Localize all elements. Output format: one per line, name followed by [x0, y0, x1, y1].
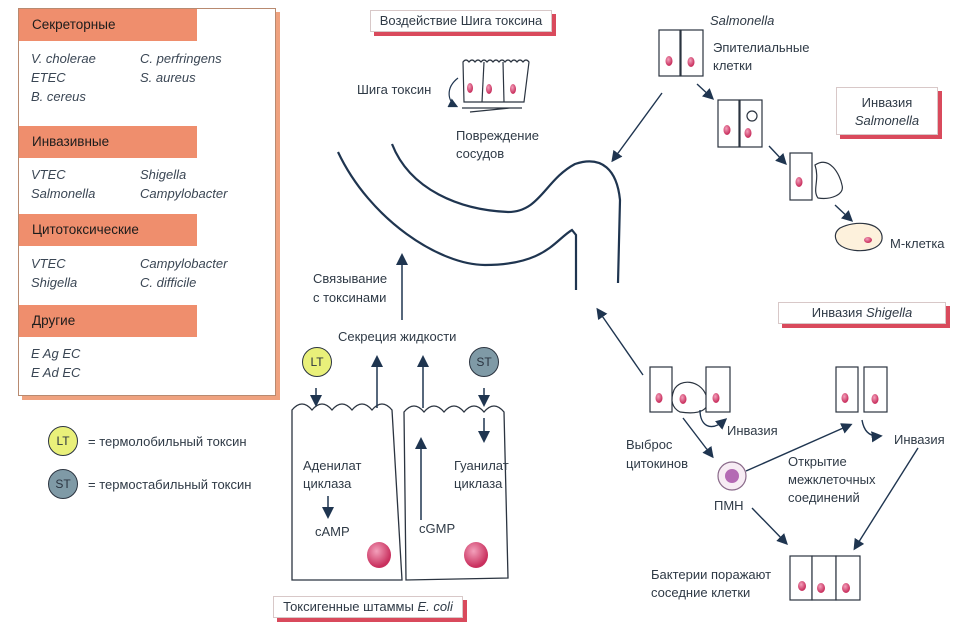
category-header-cytotoxic: Цитотоксические [19, 214, 197, 246]
toxin-binding-label-2: с токсинами [313, 290, 387, 305]
pmn-label: ПМН [714, 498, 744, 513]
shiga-arrow [447, 77, 459, 108]
lt-toxin-badge: LT [302, 347, 332, 377]
fluid-secretion-label: Секреция жидкости [338, 329, 457, 344]
organism: E Ag EC [31, 346, 81, 361]
st-badge: ST [48, 469, 78, 499]
salmonella-organism-label: Salmonella [710, 13, 775, 28]
organism: C. perfringens [140, 51, 222, 66]
lt-badge: LT [48, 426, 78, 456]
salmonella-arrows [611, 83, 854, 222]
category-header-invasive: Инвазивные [19, 126, 197, 158]
shiga-cells [462, 59, 530, 113]
organism: VTEC [31, 256, 66, 271]
invasion-label-2: Инвазия [894, 432, 945, 447]
shigella-arrows [596, 307, 919, 551]
junction-opening-label-1: Открытие [788, 454, 847, 469]
organism: Campylobacter [140, 186, 228, 201]
salmonella-invasion-title: Инвазия Salmonella [836, 87, 938, 135]
ecoli-title-organism: E. coli [417, 599, 453, 614]
vessel-damage-label-1: Повреждение [456, 128, 539, 143]
organism: Salmonella [31, 186, 96, 201]
adenylate-cyclase-label-2: циклаза [303, 476, 352, 491]
shigella-title-prefix: Инвазия [811, 305, 866, 320]
organism: V. cholerae [31, 51, 96, 66]
category-header-secretory: Секреторные [19, 9, 197, 41]
organism: Shigella [31, 275, 78, 290]
ecoli-title: Токсигенные штаммы E. coli [273, 596, 463, 618]
junction-opening-label-2: межклеточных [788, 472, 876, 487]
st-description: = термостабильный токсин [88, 477, 252, 492]
invasion-label-1: Инвазия [727, 423, 778, 438]
epithelial-label-2: клетки [713, 58, 753, 73]
lt-description: = термолобильный токсин [88, 434, 247, 449]
organism: Campylobacter [140, 256, 228, 271]
pathogen-category-panel: Секреторные V. cholerae C. perfringens E… [18, 8, 276, 396]
category-header-other: Другие [19, 305, 197, 337]
intestine-outline [337, 143, 622, 290]
cell-spread-label-1: Бактерии поражают [651, 567, 772, 582]
cgmp-label: cGMP [419, 521, 456, 536]
salmonella-title-line-1: Инвазия [861, 95, 913, 110]
salmonella-epithelial-cells [658, 29, 883, 252]
organism: C. difficile [140, 275, 197, 290]
guanylate-cyclase-label-1: Гуанилат [454, 458, 509, 473]
cell-spread-label-2: соседние клетки [651, 585, 751, 600]
shiga-toxin-label: Шига токсин [357, 82, 432, 97]
adenylate-cyclase-label-1: Аденилат [303, 458, 362, 473]
shigella-invasion-title: Инвазия Shigella [778, 302, 946, 324]
m-cell-label: М-клетка [890, 236, 945, 251]
ecoli-cells [291, 403, 509, 581]
toxin-binding-label-1: Связывание [313, 271, 388, 286]
salmonella-title-line-2: Salmonella [854, 113, 920, 128]
cytokine-release-label-1: Выброс [626, 437, 673, 452]
shigella-title-organism: Shigella [865, 305, 913, 320]
organism: E Ad EC [31, 365, 81, 380]
shiga-title: Воздействие Шига токсина [370, 10, 552, 32]
organism: ETEC [31, 70, 66, 85]
st-toxin-badge: ST [469, 347, 499, 377]
junction-opening-label-3: соединений [788, 490, 860, 505]
organism: Shigella [140, 167, 187, 182]
cytokine-release-label-2: цитокинов [626, 456, 689, 471]
epithelial-label-1: Эпителиальные [713, 40, 810, 55]
organism: VTEC [31, 167, 66, 182]
shigella-cells [649, 366, 888, 601]
camp-label: cAMP [315, 524, 350, 539]
ecoli-title-prefix: Токсигенные штаммы [283, 599, 418, 614]
organism: S. aureus [140, 70, 196, 85]
guanylate-cyclase-label-2: циклаза [454, 476, 503, 491]
vessel-damage-label-2: сосудов [456, 146, 505, 161]
organism: B. cereus [31, 89, 86, 104]
ecoli-arrows [310, 253, 490, 520]
